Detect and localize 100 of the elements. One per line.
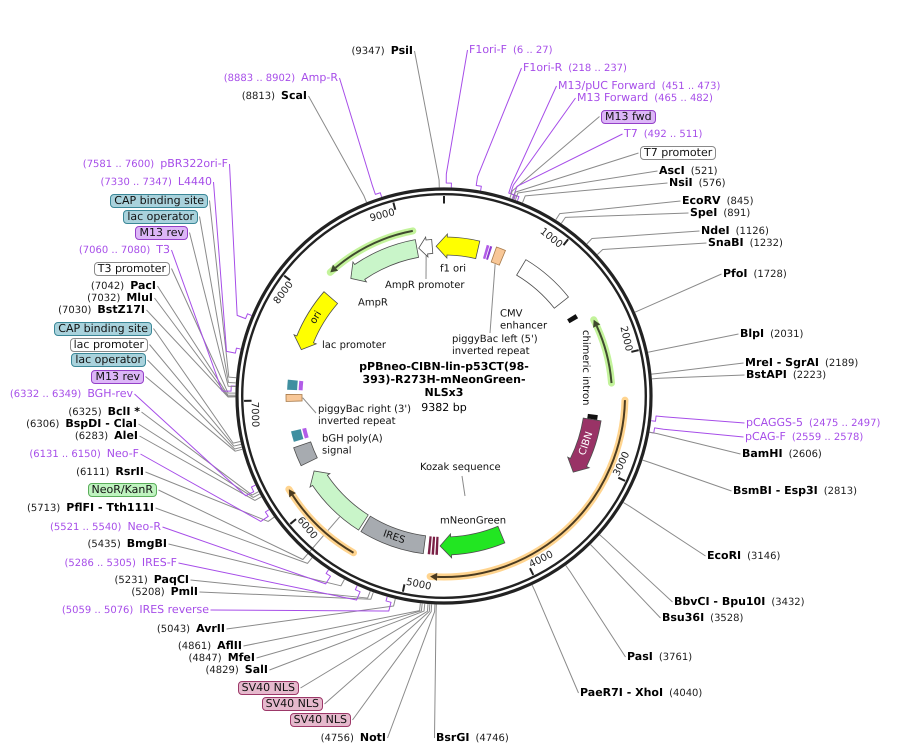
- primer-name: Neo-F: [106, 448, 139, 460]
- primer-position: (5059 .. 5076): [62, 605, 134, 617]
- enzyme-name: PaeR7I - XhoI: [580, 687, 664, 699]
- primer-name: M13/pUC Forward: [558, 80, 656, 92]
- leader-line: [213, 182, 242, 354]
- leader-line: [446, 50, 468, 188]
- primer-name: IRES-F: [142, 557, 177, 569]
- leader-line: [510, 98, 576, 200]
- leader-line: [155, 508, 313, 564]
- site-position: (6306): [26, 419, 60, 431]
- enzyme-name: RsrII: [115, 466, 144, 478]
- leader-line: [302, 397, 316, 414]
- site-position: (4861): [178, 641, 212, 653]
- enzyme-name: BlpI: [740, 328, 764, 340]
- leader-line: [146, 310, 236, 398]
- site-position: (6111): [76, 467, 110, 479]
- feature-tag: SV40 NLS: [262, 697, 323, 711]
- leader-line: [590, 544, 661, 618]
- enzyme-name: BsmBI - Esp3I: [733, 485, 818, 497]
- leader-line: [145, 472, 275, 522]
- primer-position: (6131 .. 6150): [29, 449, 101, 461]
- leader-line: [512, 152, 639, 200]
- enzyme-name: BsrGI: [436, 732, 470, 744]
- enzyme-name: AleI: [114, 430, 138, 442]
- site-position: (4847): [188, 653, 222, 665]
- enzyme-name: AscI: [659, 165, 685, 177]
- feature-tag: CAP binding site: [110, 194, 208, 208]
- leader-line: [308, 96, 367, 203]
- enzyme-name: MluI: [126, 292, 153, 304]
- site-position: (3761): [658, 652, 692, 664]
- enzyme-name: AflII: [217, 640, 242, 652]
- leader-line: [162, 526, 331, 584]
- enzyme-name: AvrII: [196, 623, 225, 635]
- leader-line: [134, 394, 256, 496]
- feature-label: AmpR: [358, 298, 388, 308]
- site-position: (4756): [320, 733, 354, 745]
- leader-line: [178, 562, 361, 601]
- primer-name: pCAG-F: [745, 431, 786, 443]
- feature-label: piggyBac right (3') inverted repeat: [318, 404, 418, 428]
- leader-line: [138, 424, 260, 498]
- enzyme-name: BstZ17I: [97, 304, 145, 316]
- leader-line: [490, 264, 496, 334]
- leader-line: [352, 604, 432, 720]
- primer-position: (7060 .. 7080): [78, 245, 150, 257]
- enzyme-name: Bsu36I: [662, 612, 704, 624]
- primer-position: (218 .. 237): [568, 63, 627, 75]
- enzyme-name: NsiI: [669, 177, 693, 189]
- primer-position: (6 .. 27): [512, 45, 553, 57]
- leader-line: [462, 476, 466, 496]
- plasmid-name: pPBneo-CIBN-lin-p53CT(98-393)-R273H-mNeonGreen-NLSx3: [358, 360, 530, 399]
- site-position: (1126): [736, 226, 769, 238]
- site-position: (7042): [90, 281, 124, 293]
- primer-position: (7581 .. 7600): [82, 159, 154, 171]
- site-position: (7030): [58, 305, 92, 317]
- leader-line: [189, 232, 236, 388]
- leader-line: [434, 604, 437, 738]
- feature-label: CMV enhancer: [500, 308, 548, 332]
- leader-line: [149, 344, 242, 447]
- enzyme-name: NotI: [360, 732, 386, 744]
- primer-name: T7: [624, 128, 638, 140]
- enzyme-name: MreI - SgrAI: [745, 357, 819, 369]
- position-tick-label: 5000: [405, 576, 432, 593]
- site-position: (4829): [206, 665, 239, 677]
- site-position: (8813): [242, 91, 276, 103]
- primer-position: (492 .. 511): [644, 129, 702, 141]
- enzyme-name: EcoRV: [682, 195, 721, 207]
- site-position: (1728): [754, 269, 787, 281]
- leader-line: [300, 604, 428, 688]
- leader-line: [650, 416, 745, 424]
- leader-line: [622, 502, 706, 556]
- leader-line: [324, 604, 430, 704]
- leader-line: [652, 374, 745, 380]
- position-tick-label: 2000: [617, 325, 634, 352]
- site-position: (891): [723, 208, 750, 220]
- feature-label: Kozak sequence: [420, 462, 501, 474]
- position-tick-label: 3000: [612, 450, 632, 478]
- leader-line: [642, 460, 732, 492]
- leader-line: [599, 534, 673, 602]
- leader-line: [168, 544, 345, 586]
- primer-position: (8883 .. 8902): [224, 73, 296, 85]
- leader-line: [141, 412, 260, 496]
- leader-line: [414, 50, 440, 188]
- primer-position: (2475 .. 2497): [809, 418, 880, 430]
- leader-line: [190, 580, 371, 599]
- site-position: (2813): [824, 486, 858, 498]
- feature-tag: M13 fwd: [601, 110, 656, 124]
- primer-name: T3: [156, 244, 170, 256]
- feature-tag: T7 promoter: [640, 146, 716, 160]
- site-position: (2031): [770, 329, 804, 341]
- leader-line: [243, 602, 421, 646]
- feature-tag: SV40 NLS: [290, 713, 351, 727]
- leader-line: [229, 164, 252, 320]
- feature-label: chimeric intron: [579, 330, 591, 406]
- primer-name: pCAGGS-5: [746, 417, 803, 429]
- leader-line: [651, 362, 744, 375]
- site-position: (6283): [74, 431, 108, 443]
- leader-line: [140, 454, 270, 522]
- site-position: (6325): [68, 407, 102, 419]
- leader-line: [555, 200, 681, 220]
- primer-name: IRES reverse: [139, 604, 209, 616]
